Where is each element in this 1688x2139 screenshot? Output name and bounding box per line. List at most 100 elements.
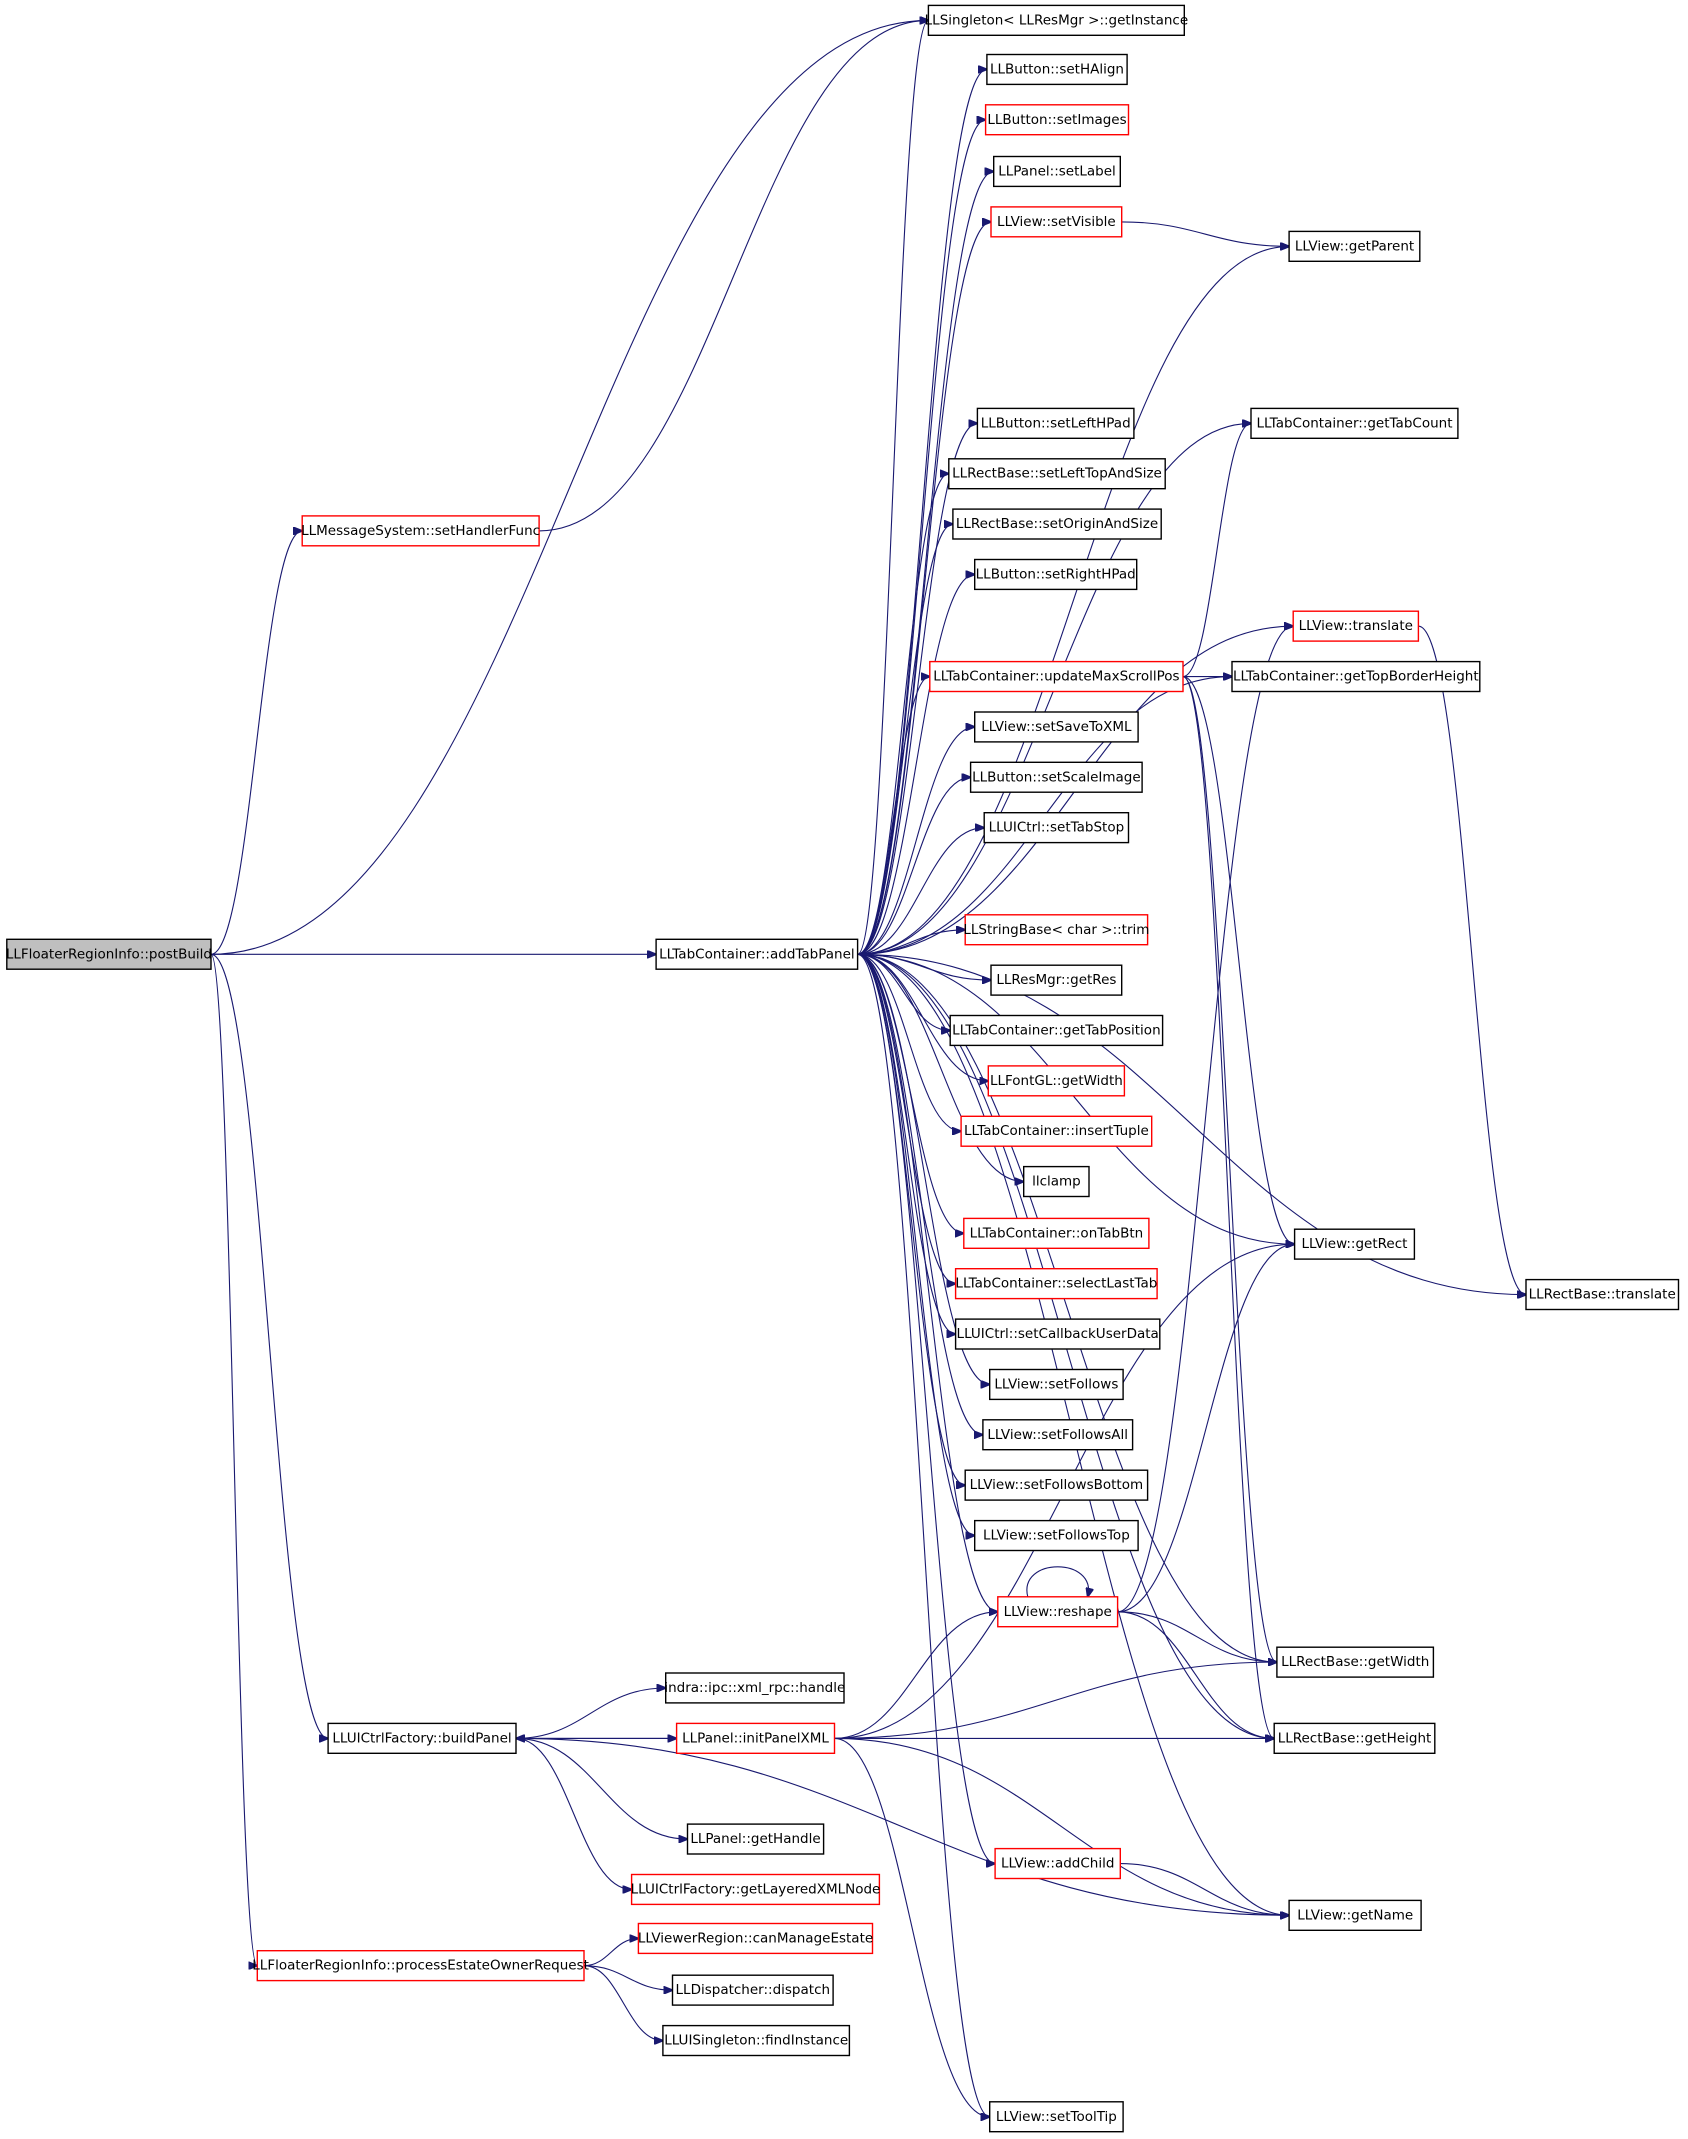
node-setHAlign[interactable]: LLButton::setHAlign xyxy=(986,53,1128,86)
node-reshape[interactable]: LLView::reshape xyxy=(997,1596,1119,1628)
node-fontGetWidth[interactable]: LLFontGL::getWidth xyxy=(987,1065,1126,1097)
node-label: LLTabContainer::updateMaxScrollPos xyxy=(933,669,1179,685)
node-postBuild[interactable]: LLFloaterRegionInfo::postBuild xyxy=(6,938,212,970)
node-setFollows[interactable]: LLView::setFollows xyxy=(989,1368,1124,1401)
node-setCallbackUserData[interactable]: LLUICtrl::setCallbackUserData xyxy=(954,1318,1161,1350)
node-label: LLPanel::getHandle xyxy=(690,1831,820,1847)
call-edge-reshape-to-getRect xyxy=(1117,1244,1295,1613)
node-label: LLResMgr::getRes xyxy=(996,972,1116,988)
node-box xyxy=(1525,1278,1680,1311)
node-getName[interactable]: LLView::getName xyxy=(1288,1899,1422,1932)
node-setLeftTopAndSize[interactable]: LLRectBase::setLeftTopAndSize xyxy=(948,458,1166,490)
node-setVisible[interactable]: LLView::setVisible xyxy=(990,206,1123,238)
node-rectGetWidth[interactable]: LLRectBase::getWidth xyxy=(1276,1646,1435,1678)
node-label: indra::ipc::xml_rpc::handle xyxy=(664,1680,845,1696)
node-addTabPanel[interactable]: LLTabContainer::addTabPanel xyxy=(655,938,859,970)
node-onTabBtn[interactable]: LLTabContainer::onTabBtn xyxy=(963,1217,1150,1250)
node-buildPanel[interactable]: LLUICtrlFactory::buildPanel xyxy=(327,1722,517,1755)
call-edge-updateMaxScrollPos-to-rectGetWidth xyxy=(1182,676,1277,1663)
node-box xyxy=(963,1217,1150,1250)
node-box xyxy=(665,1672,845,1704)
node-dispatch[interactable]: LLDispatcher::dispatch xyxy=(671,1974,834,2006)
node-box xyxy=(990,206,1123,238)
node-processEstateOwnerRequest[interactable]: LLFloaterRegionInfo::processEstateOwnerR… xyxy=(252,1949,589,1982)
node-box xyxy=(974,1519,1139,1552)
node-box xyxy=(948,458,1166,490)
node-setImages[interactable]: LLButton::setImages xyxy=(984,104,1130,136)
function-nodes: LLFloaterRegionInfo::postBuild LLMessageS… xyxy=(6,4,1680,2133)
call-edge-processEstateOwnerRequest-to-findInstance xyxy=(583,1965,663,2041)
node-getParent[interactable]: LLView::getParent xyxy=(1288,230,1421,262)
call-edge-buildPanel-to-getLayeredXMLNode xyxy=(515,1737,632,1889)
node-label: LLUICtrlFactory::getLayeredXMLNode xyxy=(631,1882,881,1898)
node-label: LLView::getParent xyxy=(1295,238,1414,254)
node-setFollowsBottom[interactable]: LLView::setFollowsBottom xyxy=(964,1469,1149,1501)
node-box xyxy=(686,1823,825,1855)
node-label: LLView::getName xyxy=(1297,1907,1413,1923)
node-box xyxy=(1276,1646,1435,1678)
node-label: LLFontGL::getWidth xyxy=(990,1073,1123,1089)
node-getTabCount[interactable]: LLTabContainer::getTabCount xyxy=(1250,407,1459,439)
node-label: llclamp xyxy=(1032,1174,1081,1190)
node-canManageEstate[interactable]: LLViewerRegion::canManageEstate xyxy=(637,1922,874,1955)
node-selectLastTab[interactable]: LLTabContainer::selectLastTab xyxy=(954,1267,1158,1300)
node-box xyxy=(976,407,1135,439)
node-box xyxy=(1231,660,1481,693)
node-getInstance[interactable]: LLSingleton< LLResMgr >::getInstance xyxy=(925,4,1188,36)
node-initPanelXML[interactable]: LLPanel::initPanelXML xyxy=(675,1722,836,1755)
node-label: LLStringBase< char >::trim xyxy=(963,922,1149,938)
node-setFollowsTop[interactable]: LLView::setFollowsTop xyxy=(974,1519,1139,1552)
node-label: LLFloaterRegionInfo::postBuild xyxy=(6,946,212,962)
node-addChild[interactable]: LLView::addChild xyxy=(994,1847,1121,1880)
node-setLeftHPad[interactable]: LLButton::setLeftHPad xyxy=(976,407,1135,439)
node-label: LLRectBase::getHeight xyxy=(1278,1730,1432,1746)
node-label: LLView::reshape xyxy=(1004,1604,1112,1620)
node-setFollowsAll[interactable]: LLView::setFollowsAll xyxy=(982,1419,1134,1451)
node-getTabPosition[interactable]: LLTabContainer::getTabPosition xyxy=(949,1014,1164,1047)
node-getHandle[interactable]: LLPanel::getHandle xyxy=(686,1823,825,1855)
node-box xyxy=(974,711,1139,743)
call-edge-processEstateOwnerRequest-to-canManageEstate xyxy=(583,1939,638,1967)
node-viewTranslate[interactable]: LLView::translate xyxy=(1292,610,1420,642)
node-rectGetHeight[interactable]: LLRectBase::getHeight xyxy=(1273,1722,1436,1755)
node-getRect[interactable]: LLView::getRect xyxy=(1293,1228,1416,1260)
call-edge-viewTranslate-to-rectTranslate xyxy=(1418,625,1527,1294)
node-box xyxy=(630,1873,881,1906)
node-findInstance[interactable]: LLUISingleton::findInstance xyxy=(662,2024,851,2057)
node-box xyxy=(949,1014,1164,1047)
node-setTabStop[interactable]: LLUICtrl::setTabStop xyxy=(983,812,1130,844)
call-edge-addTabPanel-to-setFollowsTop xyxy=(857,953,975,1535)
node-label: LLTabContainer::onTabBtn xyxy=(970,1225,1144,1241)
node-box xyxy=(989,2101,1124,2133)
node-label: LLTabContainer::addTabPanel xyxy=(659,946,855,962)
node-setHandlerFunc[interactable]: LLMessageSystem::setHandlerFunc xyxy=(301,515,540,547)
node-updateMaxScrollPos[interactable]: LLTabContainer::updateMaxScrollPos xyxy=(929,660,1184,693)
node-label: LLView::setToolTip xyxy=(996,2109,1117,2125)
node-setSaveToXML[interactable]: LLView::setSaveToXML xyxy=(974,711,1139,743)
call-edge-addTabPanel-to-setLeftTopAndSize xyxy=(857,474,949,955)
node-setScaleImage[interactable]: LLButton::setScaleImage xyxy=(969,761,1143,793)
node-setOriginAndSize[interactable]: LLRectBase::setOriginAndSize xyxy=(952,508,1162,540)
node-insertTuple[interactable]: LLTabContainer::insertTuple xyxy=(960,1115,1153,1147)
node-box xyxy=(952,508,1162,540)
node-setToolTip[interactable]: LLView::setToolTip xyxy=(989,2101,1124,2133)
node-setRightHPad[interactable]: LLButton::setRightHPad xyxy=(974,558,1138,591)
node-getRes[interactable]: LLResMgr::getRes xyxy=(990,964,1123,996)
node-rectTranslate[interactable]: LLRectBase::translate xyxy=(1525,1278,1680,1311)
node-box xyxy=(994,1847,1121,1880)
call-edge-updateMaxScrollPos-to-getRect xyxy=(1182,676,1295,1245)
node-box xyxy=(327,1722,517,1755)
node-handle[interactable]: indra::ipc::xml_rpc::handle xyxy=(664,1672,845,1704)
node-getLayeredXMLNode[interactable]: LLUICtrlFactory::getLayeredXMLNode xyxy=(630,1873,881,1906)
node-label: LLUICtrl::setTabStop xyxy=(989,820,1125,836)
call-edge-addTabPanel-to-insertTuple xyxy=(857,953,962,1131)
node-getTopBorderHeight[interactable]: LLTabContainer::getTopBorderHeight xyxy=(1231,660,1481,693)
node-label: LLView::setFollowsAll xyxy=(987,1427,1128,1443)
call-edge-buildPanel-to-getName xyxy=(515,1737,1289,1915)
node-label: LLMessageSystem::setHandlerFunc xyxy=(301,523,540,539)
node-llclamp[interactable]: llclamp xyxy=(1023,1165,1090,1198)
node-trim[interactable]: LLStringBase< char >::trim xyxy=(963,914,1149,946)
node-setLabel[interactable]: LLPanel::setLabel xyxy=(993,155,1122,188)
node-box xyxy=(1023,1165,1090,1198)
